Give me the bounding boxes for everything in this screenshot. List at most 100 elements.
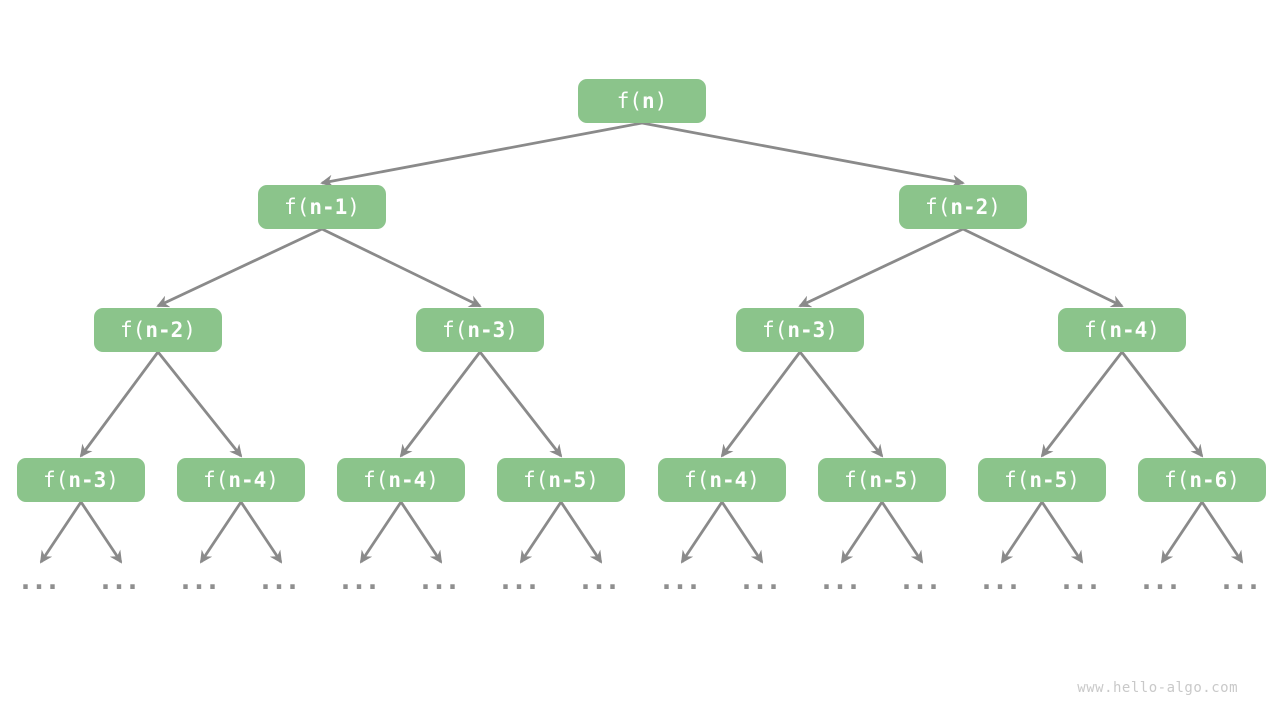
edge-arrow xyxy=(478,351,563,458)
node-label-prefix: f( xyxy=(523,467,549,492)
node-label-suffix: ) xyxy=(825,317,838,342)
edge-arrow xyxy=(559,501,603,564)
tree-node: f(n-2) xyxy=(899,185,1027,229)
edge-arrow xyxy=(1040,351,1124,458)
tree-node: f(n-1) xyxy=(258,185,386,229)
ellipsis-label: ... xyxy=(1061,566,1103,595)
node-label-argument: n-1 xyxy=(309,194,348,219)
node-label-suffix: ) xyxy=(654,88,668,113)
ellipsis-label: ... xyxy=(821,566,863,595)
node-label-argument: n-2 xyxy=(950,194,989,219)
node-label-prefix: f( xyxy=(684,467,710,492)
node-label-argument: n-5 xyxy=(1029,467,1068,492)
edge-arrow xyxy=(39,501,83,564)
ellipsis-label: ... xyxy=(20,566,62,595)
edge-arrow xyxy=(519,501,563,564)
node-label-suffix: ) xyxy=(266,467,279,492)
tree-node: f(n-3) xyxy=(416,308,544,352)
tree-node: f(n-3) xyxy=(17,458,145,502)
node-label-suffix: ) xyxy=(988,194,1001,219)
edge-arrow xyxy=(962,227,1124,308)
ellipsis-label: ... xyxy=(1141,566,1183,595)
node-label-prefix: f( xyxy=(203,467,229,492)
node-label-prefix: f( xyxy=(442,317,468,342)
edge-arrow xyxy=(720,501,764,564)
node-label-suffix: ) xyxy=(747,467,760,492)
tree-node: f(n-4) xyxy=(177,458,305,502)
edge-arrow xyxy=(156,227,323,308)
node-label-prefix: f( xyxy=(363,467,389,492)
edge-arrow xyxy=(1000,501,1044,564)
tree-node: f(n-5) xyxy=(497,458,625,502)
edge-arrow xyxy=(156,351,243,458)
node-label-argument: n-3 xyxy=(467,317,506,342)
node-label-argument: n-3 xyxy=(68,467,107,492)
node-label-prefix: f( xyxy=(43,467,69,492)
edge-arrow xyxy=(79,351,160,458)
node-label-suffix: ) xyxy=(183,317,196,342)
node-label-suffix: ) xyxy=(106,467,119,492)
node-label-suffix: ) xyxy=(586,467,599,492)
watermark-text: www.hello-algo.com xyxy=(1077,680,1238,696)
ellipsis-label: ... xyxy=(580,566,622,595)
ellipsis-label: ... xyxy=(1221,566,1263,595)
node-label-prefix: f( xyxy=(1164,467,1190,492)
edge-arrow xyxy=(1200,501,1244,564)
edge-arrow xyxy=(399,501,443,564)
node-label-suffix: ) xyxy=(1147,317,1160,342)
ellipsis-label: ... xyxy=(100,566,142,595)
node-label-argument: n-3 xyxy=(787,317,826,342)
tree-node: f(n-2) xyxy=(94,308,222,352)
edge-arrow xyxy=(680,501,724,564)
node-label-prefix: f( xyxy=(1084,317,1110,342)
node-label-prefix: f( xyxy=(762,317,788,342)
edge-arrow xyxy=(798,351,884,458)
edge-arrow xyxy=(359,501,403,564)
node-label-argument: n-4 xyxy=(228,467,267,492)
ellipsis-label: ... xyxy=(260,566,302,595)
node-label-suffix: ) xyxy=(426,467,439,492)
node-label-prefix: f( xyxy=(284,194,310,219)
edge-group xyxy=(39,121,1244,564)
tree-node: f(n-4) xyxy=(1058,308,1186,352)
node-label-argument: n-6 xyxy=(1189,467,1228,492)
edge-arrow xyxy=(79,501,123,564)
tree-node: f(n-6) xyxy=(1138,458,1266,502)
ellipsis-label: ... xyxy=(741,566,783,595)
node-label-argument: n-2 xyxy=(145,317,184,342)
node-label-argument: n-4 xyxy=(1109,317,1148,342)
tree-node: f(n-4) xyxy=(658,458,786,502)
edge-arrow xyxy=(1040,501,1084,564)
ellipsis-label: ... xyxy=(901,566,943,595)
tree-node: f(n) xyxy=(578,79,706,123)
edge-arrow xyxy=(880,501,924,564)
node-label-prefix: f( xyxy=(1004,467,1030,492)
edge-arrow xyxy=(239,501,283,564)
edge-arrow xyxy=(321,227,482,308)
edge-arrow xyxy=(798,227,964,308)
tree-node: f(n-3) xyxy=(736,308,864,352)
node-label-argument: n-4 xyxy=(388,467,427,492)
ellipsis-label: ... xyxy=(420,566,462,595)
edge-arrow xyxy=(840,501,884,564)
node-label-prefix: f( xyxy=(844,467,870,492)
node-label-argument: n-4 xyxy=(709,467,748,492)
ellipsis-label: ... xyxy=(180,566,222,595)
ellipsis-label: ... xyxy=(340,566,382,595)
edge-arrow xyxy=(720,351,802,458)
edge-arrow xyxy=(641,121,965,188)
edge-arrow xyxy=(1120,351,1204,458)
ellipsis-label: ... xyxy=(500,566,542,595)
node-label-prefix: f( xyxy=(925,194,951,219)
edge-arrow xyxy=(1160,501,1204,564)
ellipsis-label: ... xyxy=(661,566,703,595)
node-label-suffix: ) xyxy=(347,194,360,219)
edge-arrow xyxy=(199,501,243,564)
node-label-prefix: f( xyxy=(120,317,146,342)
node-label-argument: n-5 xyxy=(869,467,908,492)
node-label-prefix: f( xyxy=(616,88,642,113)
edge-arrow xyxy=(320,121,643,188)
ellipsis-label: ... xyxy=(981,566,1023,595)
